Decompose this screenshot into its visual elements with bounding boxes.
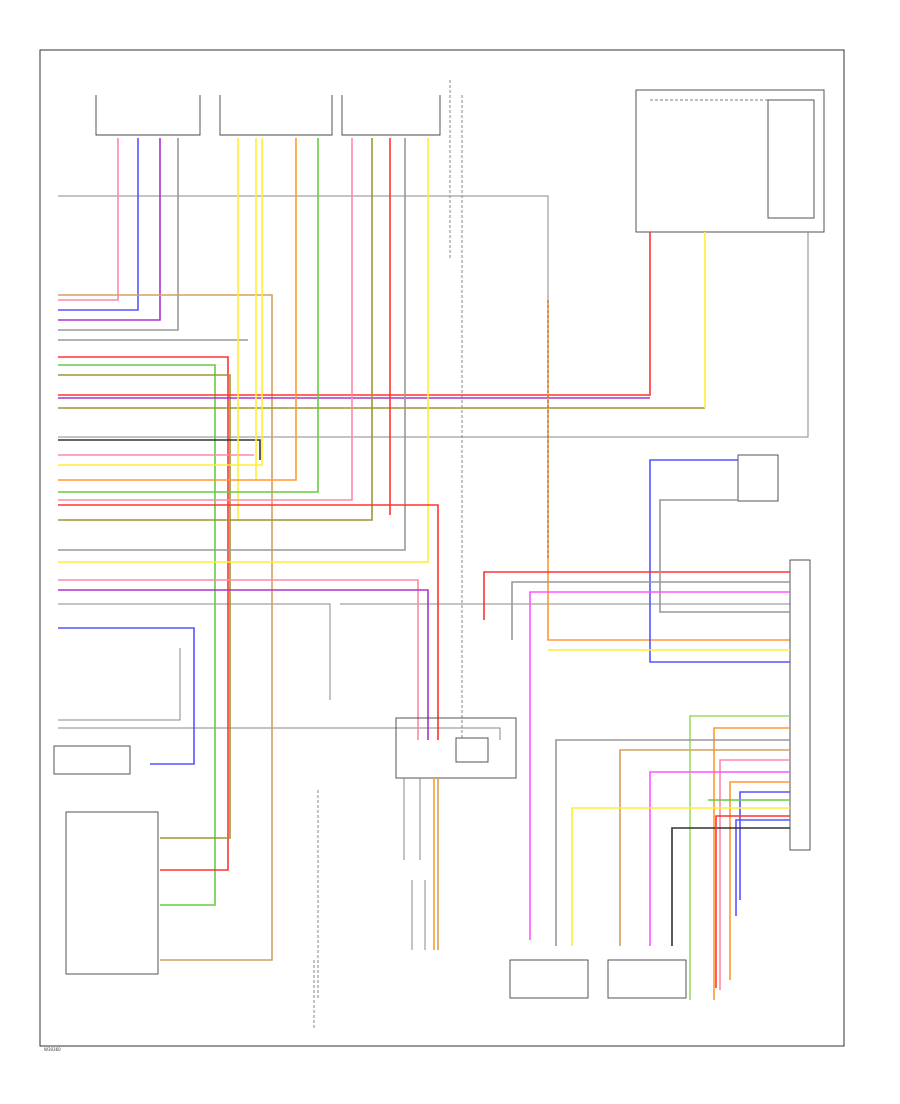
- wire-olive-8: [58, 374, 231, 839]
- middle-connector-wires: [58, 138, 429, 563]
- footer-code: W30360: [44, 1047, 61, 1052]
- wire-blue-48: [735, 819, 790, 916]
- lower-connector-left: [509, 959, 589, 999]
- wire-blue-1: [58, 138, 139, 311]
- wire-yellow-24: [58, 138, 429, 563]
- center-module-taps: [403, 778, 439, 950]
- gray-harness: [58, 195, 809, 740]
- wire-gray-23: [58, 138, 406, 551]
- wire-blue-32: [649, 459, 790, 663]
- wire-lightgreen-38: [689, 715, 790, 1000]
- wire-tan-4: [58, 294, 273, 961]
- wire-blue-45: [739, 791, 790, 900]
- wire-magenta-35: [529, 591, 790, 940]
- right-connector-block: [789, 559, 811, 851]
- center-module: [395, 717, 517, 779]
- wire-olive-21: [58, 138, 373, 521]
- top-component-middle: [219, 95, 333, 136]
- center-feed-wires: [58, 300, 790, 765]
- wire-magenta-43: [649, 771, 790, 946]
- left-seatbelt-module: [65, 811, 159, 975]
- center-submodule: [455, 737, 489, 763]
- wire-orange-39: [713, 727, 790, 1000]
- wire-orange-44: [729, 781, 790, 980]
- top-right-module: [635, 89, 825, 233]
- wire-pink-42: [719, 759, 790, 990]
- lower-left-component: [53, 745, 131, 775]
- wire-gray-3: [58, 138, 179, 331]
- wire-red-9: [58, 232, 651, 396]
- wire-blue-28: [58, 627, 195, 765]
- wire-red-7: [58, 356, 229, 871]
- wire-purple-2: [58, 138, 161, 321]
- wire-pink-20: [58, 138, 353, 501]
- top-left-wires: [58, 138, 179, 331]
- wire-gray-36: [659, 499, 790, 613]
- wire-purple-27: [58, 589, 429, 740]
- diagram-frame: [39, 49, 845, 1047]
- wire-gray-34: [511, 581, 790, 640]
- wire-red-50: [715, 815, 790, 988]
- wire-red-25: [58, 504, 439, 740]
- wire-black-13: [58, 439, 261, 460]
- wire-green-6: [58, 364, 216, 906]
- ground-leads: [313, 300, 549, 1030]
- wire-yellow-46: [571, 807, 790, 946]
- wire-pink-26: [58, 579, 419, 740]
- wire-black-49: [671, 827, 790, 946]
- top-component-left: [95, 95, 201, 136]
- wire-red-33: [483, 571, 790, 620]
- wire-orange-29: [547, 300, 790, 641]
- wire-yellow-15: [58, 138, 263, 466]
- wire-tan-41: [619, 749, 790, 946]
- wire-pink-0: [58, 138, 119, 301]
- top-component-right: [341, 95, 441, 136]
- wire-gray-40: [555, 739, 790, 946]
- wire-orange-18: [58, 138, 297, 481]
- right-switch: [737, 454, 779, 502]
- lower-connector-right: [607, 959, 687, 999]
- top-right-submodule: [767, 99, 815, 219]
- wire-green-19: [58, 138, 319, 493]
- left-block-wires: [58, 138, 706, 961]
- right-side-wires: [483, 459, 790, 1000]
